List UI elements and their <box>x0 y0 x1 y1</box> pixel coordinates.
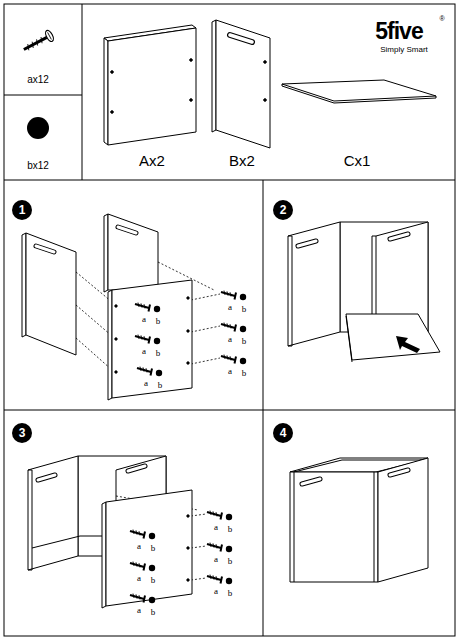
part-letter: b <box>227 557 234 566</box>
part-letter: b <box>150 544 157 553</box>
part-letter: a <box>143 379 149 388</box>
part-letter: b <box>157 381 164 390</box>
part-letter: b <box>241 337 248 346</box>
part-count: Cx1 <box>344 153 371 168</box>
brand-logo: 5five <box>375 20 422 43</box>
part-count: Ax2 <box>139 153 165 168</box>
part-letter: a <box>227 335 233 344</box>
part-letter: b <box>241 369 248 378</box>
part-letter: b <box>150 576 157 585</box>
part-letter: b <box>150 608 157 617</box>
brand-tagline: Simply Smart <box>380 46 428 54</box>
part-letter: a <box>141 315 147 324</box>
step-number: 2 <box>273 200 293 220</box>
step-number: 1 <box>12 200 32 220</box>
step-number: 4 <box>273 423 293 443</box>
step-number-text: 1 <box>19 204 26 216</box>
part-count: bx12 <box>27 161 49 171</box>
part-letter: b <box>155 317 162 326</box>
part-letter: a <box>136 574 142 583</box>
trademark: ® <box>439 15 444 22</box>
part-letter: a <box>213 587 219 596</box>
part-letter: a <box>213 523 219 532</box>
part-letter: a <box>136 542 142 551</box>
part-count: Bx2 <box>229 153 255 168</box>
step-number-text: 2 <box>280 204 287 216</box>
part-letter: a <box>227 367 233 376</box>
part-letter: b <box>241 305 248 314</box>
step-number-text: 3 <box>19 427 26 439</box>
part-letter: a <box>213 555 219 564</box>
step-number-text: 4 <box>280 427 287 439</box>
step-number: 3 <box>12 423 32 443</box>
part-count: ax12 <box>27 75 49 85</box>
part-letter: a <box>227 303 233 312</box>
part-letter: a <box>141 347 147 356</box>
part-letter: b <box>155 349 162 358</box>
part-letter: b <box>227 525 234 534</box>
part-letter: a <box>136 606 142 615</box>
part-letter: b <box>227 589 234 598</box>
